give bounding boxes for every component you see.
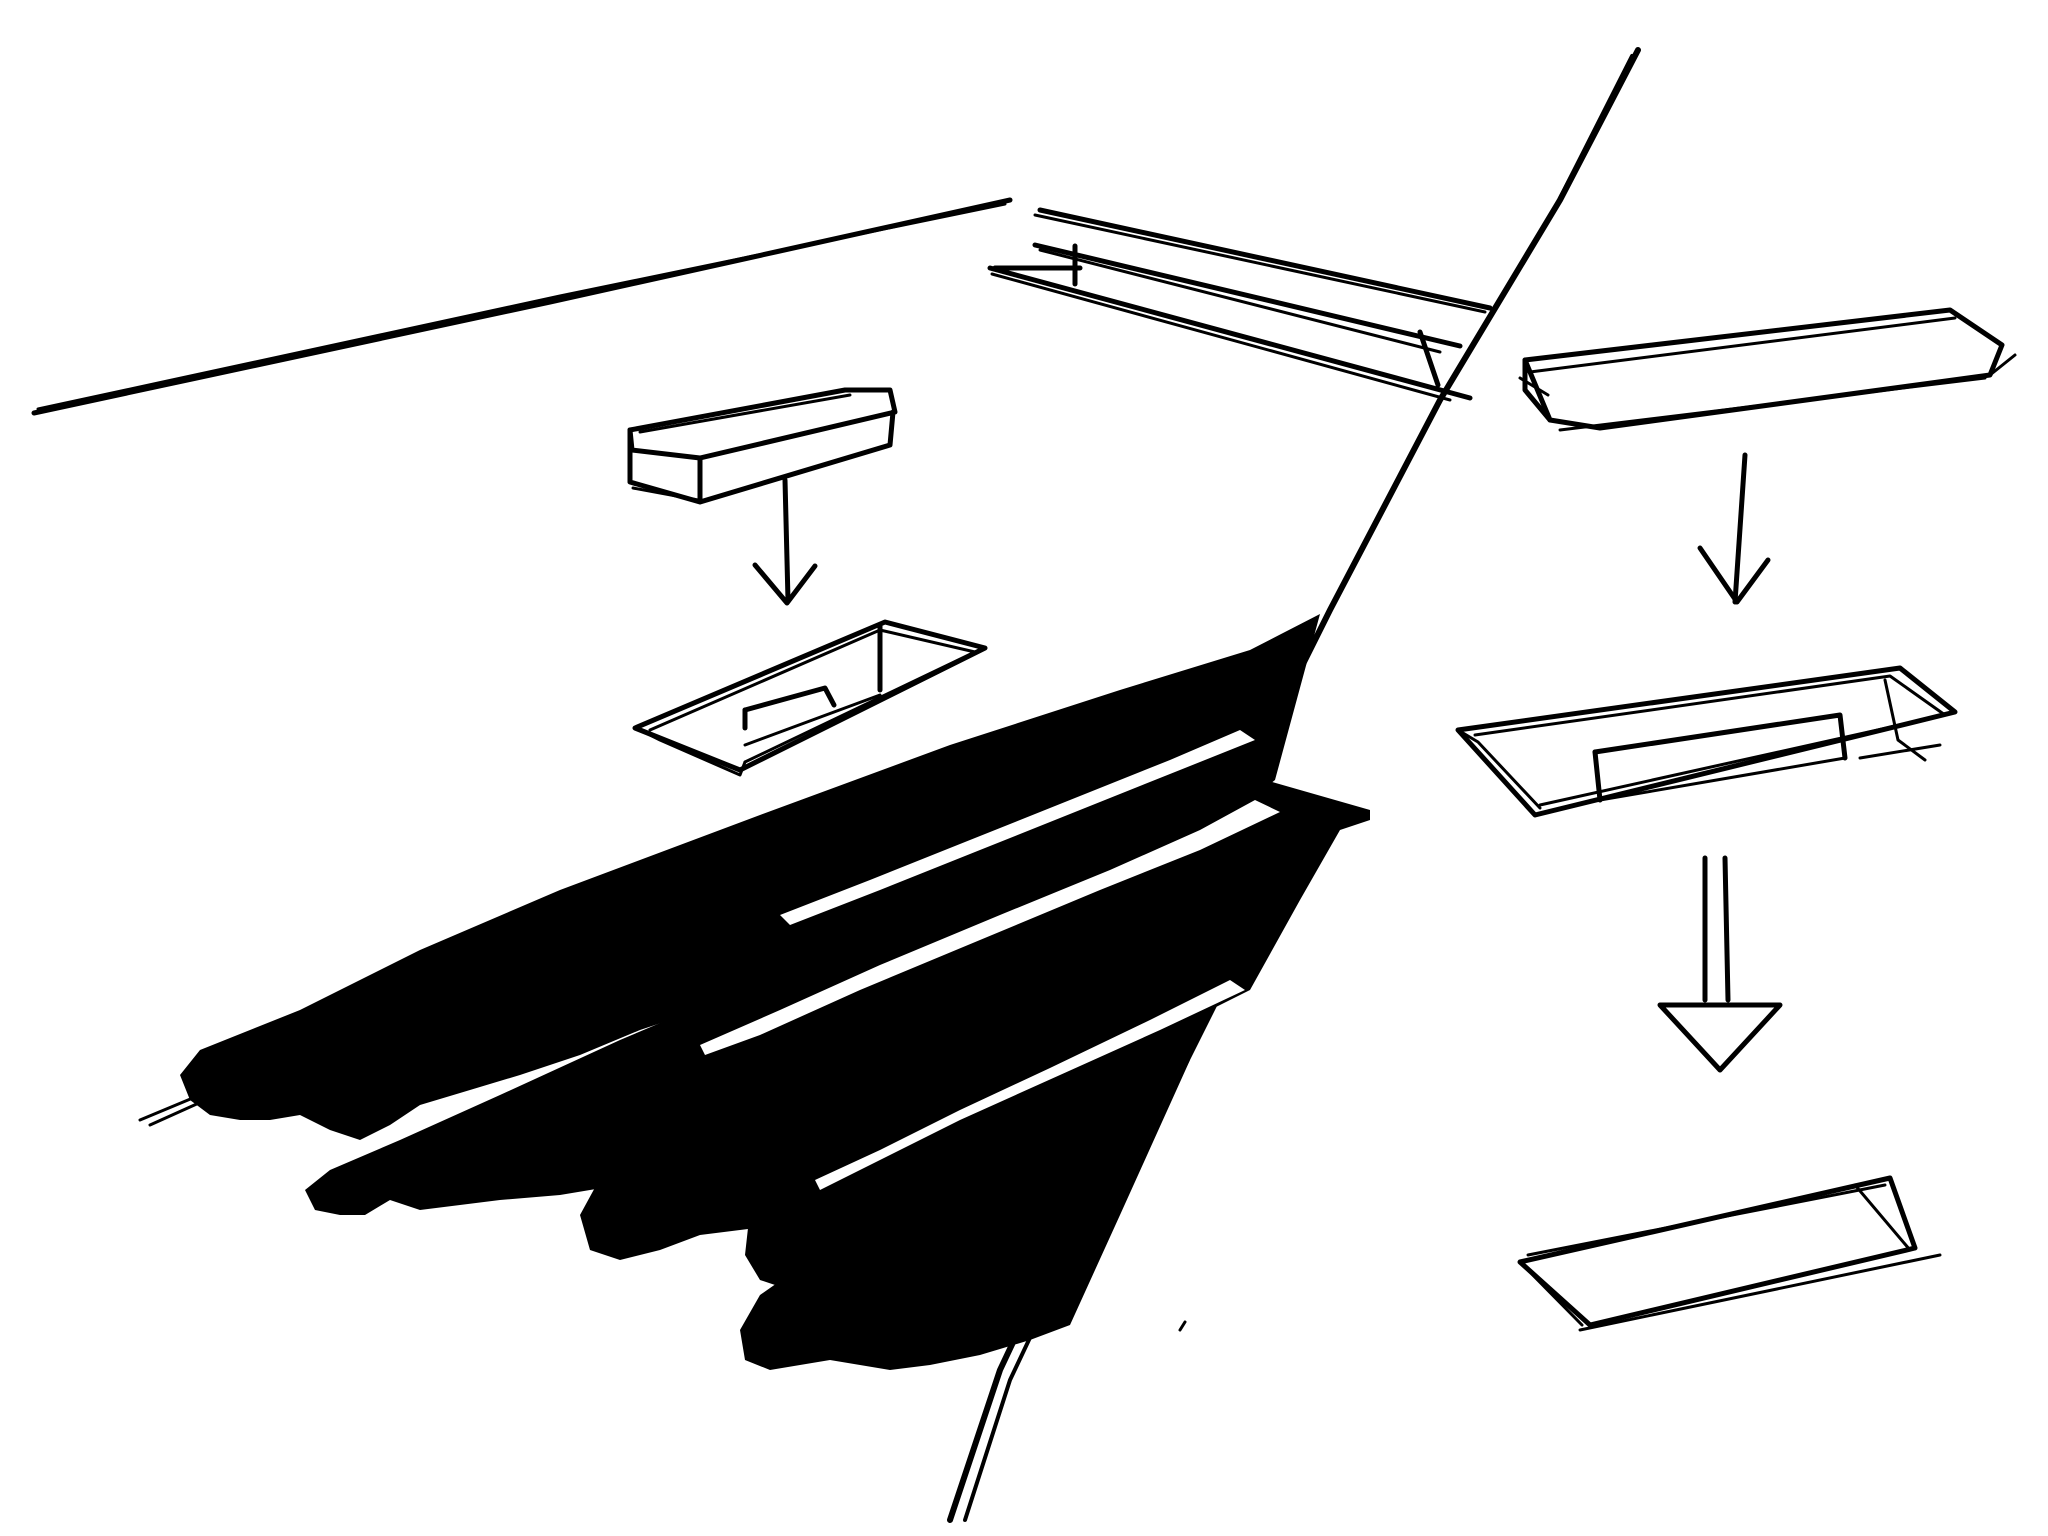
down-arrow-right	[1697, 452, 1771, 605]
open-channel	[1455, 665, 1958, 818]
down-arrow-left	[752, 477, 818, 606]
flat-plate	[1517, 1175, 1942, 1332]
block-box	[627, 387, 898, 505]
floor-edge-line	[31, 197, 1013, 416]
slab-prism	[1518, 307, 2017, 432]
open-tray	[632, 619, 988, 777]
far-slot	[987, 207, 1493, 402]
double-down-arrow	[1657, 855, 1783, 1073]
shadow-mass	[138, 614, 1370, 1370]
